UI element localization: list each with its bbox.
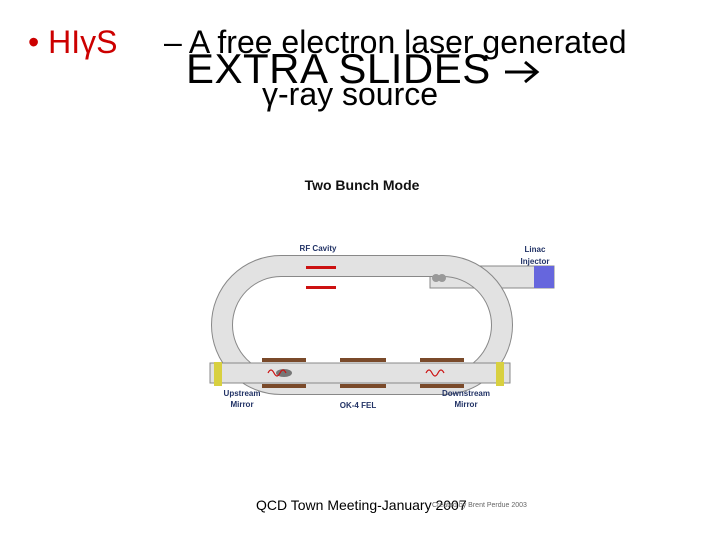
rf-cavity-top <box>306 266 336 269</box>
fel-label: OK-4 FEL <box>340 401 377 410</box>
downstream-label-2: Mirror <box>454 400 477 409</box>
title-bullet: • HIγS <box>28 24 118 60</box>
title-text: – A free electron laser generated <box>164 24 627 60</box>
downstream-label-1: Downstream <box>442 389 490 398</box>
upstream-label-2: Mirror <box>230 400 253 409</box>
wiggler-top-2 <box>340 358 386 362</box>
upstream-mirror <box>214 362 222 386</box>
diagram-title: Two Bunch Mode <box>305 177 420 193</box>
upstream-label-1: Upstream <box>224 389 261 398</box>
fel-straight-section <box>209 362 511 384</box>
overlay-heading: EXTRA SLIDES <box>186 48 543 90</box>
photon-bunch-left <box>276 369 292 377</box>
wave-right <box>425 369 445 377</box>
linac-label-1: Linac <box>525 245 546 254</box>
image-credit: Created by Brent Perdue 2003 <box>432 502 527 509</box>
linac-injector <box>534 266 554 288</box>
linac-label-2: Injector <box>521 257 550 266</box>
electron-bunch-1 <box>432 274 440 282</box>
rf-cavity-label: RF Cavity <box>300 244 337 253</box>
wave-left <box>267 369 287 377</box>
footer-text: QCD Town Meeting-January 2007 <box>256 497 467 513</box>
wiggler-top-1 <box>262 358 306 362</box>
electron-bunch-2 <box>438 274 446 282</box>
downstream-mirror <box>496 362 504 386</box>
wiggler-bottom-2 <box>340 384 386 388</box>
overlay-text: EXTRA SLIDES <box>186 45 491 92</box>
arrow-right-icon <box>504 60 540 84</box>
rf-cavity-bottom <box>306 286 336 289</box>
wiggler-bottom-3 <box>420 384 464 388</box>
wiggler-top-3 <box>420 358 464 362</box>
title-line2: γ-ray source <box>262 76 439 112</box>
wiggler-bottom-1 <box>262 384 306 388</box>
